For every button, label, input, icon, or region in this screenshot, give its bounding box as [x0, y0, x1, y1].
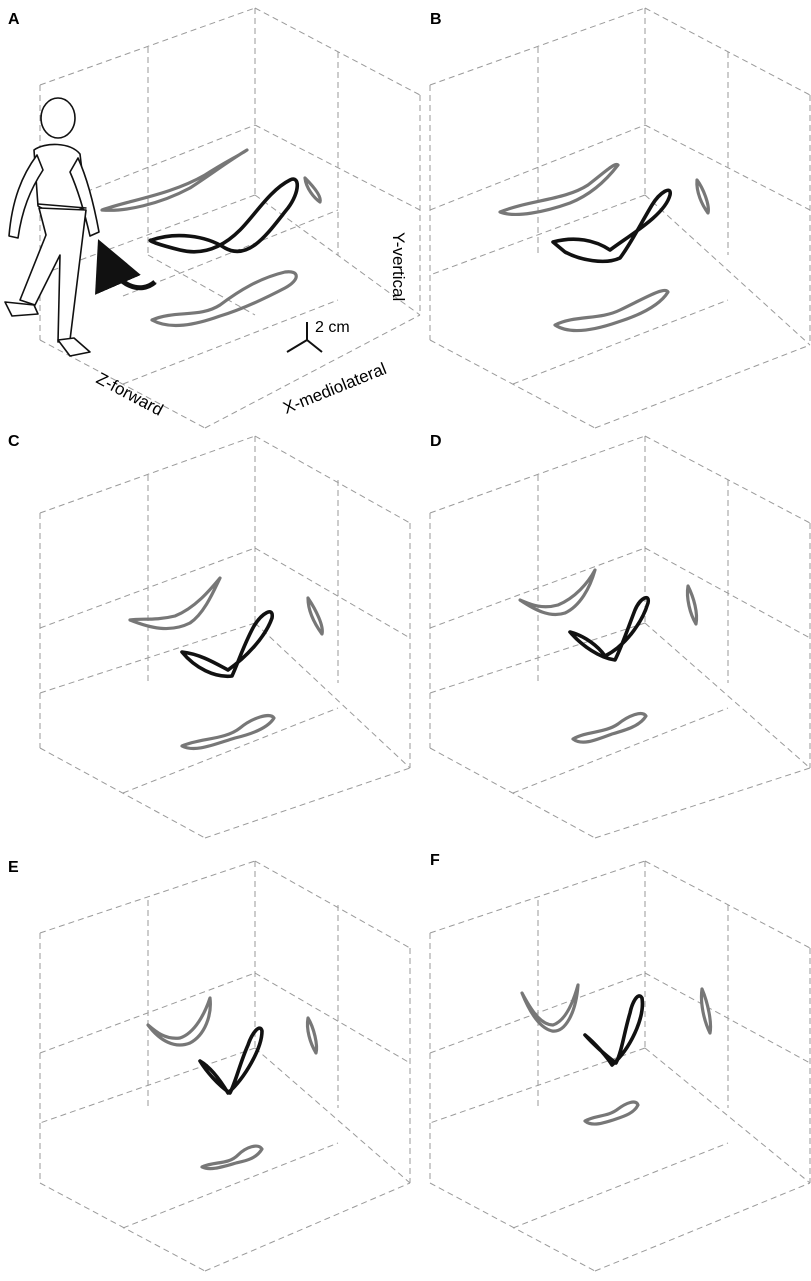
panel-c-frontal-projection — [306, 596, 324, 636]
panel-d — [429, 435, 811, 839]
panel-label-a: A — [8, 11, 20, 28]
panel-a: 2 cm Y-vertical X-mediolateral Z-forward — [4, 7, 421, 429]
panel-b-grid — [429, 7, 811, 429]
panel-e-sagittal-projection — [146, 996, 212, 1047]
panel-b-transverse-projection — [553, 288, 670, 333]
axis-label-x-mediolateral: X-mediolateral — [280, 359, 389, 418]
panel-c-transverse-projection — [180, 714, 276, 751]
panel-label-c: C — [8, 433, 20, 450]
panel-label-d: D — [430, 433, 442, 450]
panel-a-grid — [39, 7, 421, 429]
panel-a-sagittal-projection — [100, 148, 249, 212]
panel-c-grid — [39, 435, 411, 839]
panel-f-grid — [429, 860, 811, 1272]
panel-e-trajectory — [198, 1026, 264, 1095]
axis-label-y-vertical: Y-vertical — [389, 232, 408, 301]
panel-label-b: B — [430, 11, 442, 28]
panel-c-sagittal-projection — [128, 576, 222, 631]
panel-a-walking-direction-arrow — [95, 239, 157, 295]
panel-label-e: E — [8, 859, 19, 876]
panel-f-frontal-projection — [699, 987, 713, 1035]
scale-bar-label: 2 cm — [315, 319, 350, 336]
walker-illustration — [4, 97, 100, 357]
panel-a-frontal-projection — [303, 176, 322, 204]
panel-d-frontal-projection — [685, 584, 699, 626]
panel-d-transverse-projection — [571, 711, 648, 744]
panel-e-grid — [39, 860, 411, 1272]
panel-a-trajectory — [148, 177, 300, 254]
panel-f-trajectory — [583, 994, 645, 1067]
panel-f-sagittal-projection — [520, 983, 580, 1033]
panel-e-transverse-projection — [200, 1144, 264, 1171]
panel-d-grid — [429, 435, 811, 839]
panel-c-trajectory — [180, 610, 274, 678]
panel-d-sagittal-projection — [518, 568, 597, 617]
panel-f — [429, 860, 811, 1272]
panel-b — [429, 7, 811, 429]
panel-label-f: F — [430, 852, 440, 869]
panel-e-frontal-projection — [305, 1016, 319, 1055]
panel-b-trajectory — [551, 188, 672, 264]
panel-b-sagittal-projection — [498, 162, 620, 216]
panel-d-trajectory — [568, 595, 651, 662]
panel-b-frontal-projection — [695, 178, 710, 215]
panel-f-transverse-projection — [583, 1100, 640, 1126]
axis-label-z-forward: Z-forward — [93, 369, 166, 420]
panel-e — [39, 860, 411, 1272]
panel-c — [39, 435, 411, 839]
panel-a-transverse-projection — [150, 270, 298, 328]
scale-bar: 2 cm — [286, 319, 350, 353]
